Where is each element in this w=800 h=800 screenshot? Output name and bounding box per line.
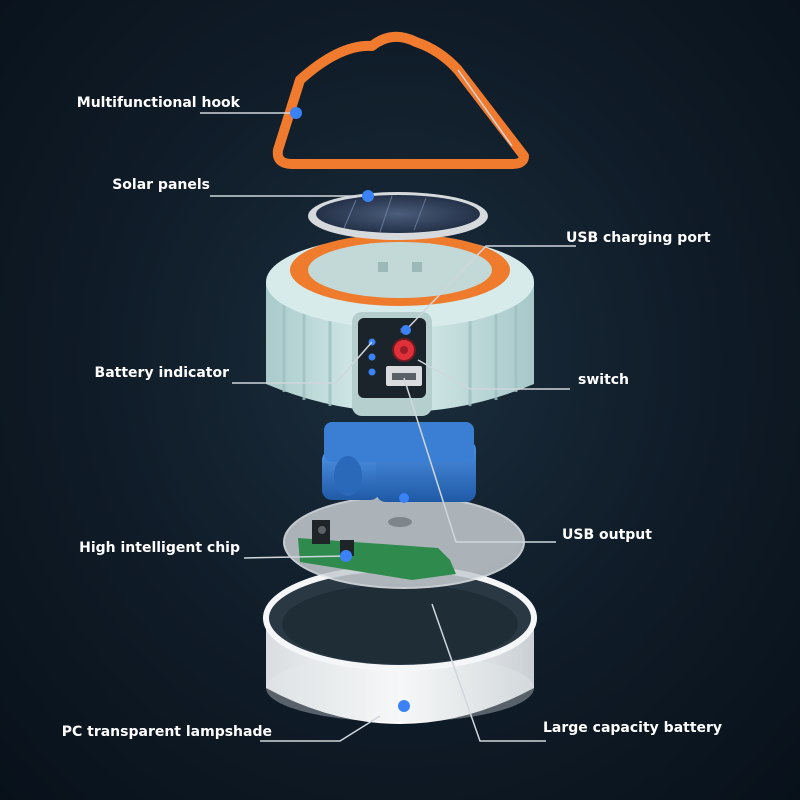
label-switch: switch bbox=[578, 372, 630, 388]
marker-dot-icon bbox=[362, 190, 374, 202]
label-multifunctional-hook: Multifunctional hook bbox=[76, 95, 240, 111]
marker-dot-icon bbox=[340, 550, 352, 562]
leader-usb-charging bbox=[405, 245, 576, 331]
label-battery-indicator: Battery indicator bbox=[94, 365, 229, 381]
multifunctional-hook bbox=[272, 31, 529, 169]
marker-dot-icon bbox=[290, 107, 302, 119]
marker-dot-icon bbox=[398, 700, 410, 712]
leader-lines bbox=[200, 112, 576, 742]
chip-plate bbox=[283, 495, 525, 589]
leader-switch bbox=[417, 359, 570, 390]
solar-panels bbox=[308, 192, 488, 240]
leader-chip bbox=[243, 555, 347, 559]
battery-led-icon bbox=[368, 353, 376, 361]
callout-markers bbox=[290, 107, 411, 712]
label-pc-transparent-lampshade: PC transparent lampshade bbox=[61, 724, 272, 740]
battery-led-icon bbox=[368, 368, 376, 376]
label-solar-panels: Solar panels bbox=[112, 177, 210, 193]
leader-battery bbox=[431, 603, 546, 742]
pc-transparent-lampshade bbox=[263, 565, 537, 724]
label-usb-output: USB output bbox=[562, 527, 652, 543]
leader-battery-indicator bbox=[232, 341, 373, 384]
large-capacity-battery bbox=[322, 422, 476, 502]
leader-usb-output bbox=[403, 377, 556, 543]
leader-lampshade bbox=[260, 715, 381, 742]
lantern-body bbox=[266, 234, 534, 416]
label-usb-charging-port: USB charging port bbox=[566, 230, 711, 246]
marker-dot-icon bbox=[401, 325, 411, 335]
marker-dot-icon bbox=[399, 493, 409, 503]
label-high-intelligent-chip: High intelligent chip bbox=[79, 540, 240, 556]
label-large-capacity-battery: Large capacity battery bbox=[543, 720, 723, 736]
